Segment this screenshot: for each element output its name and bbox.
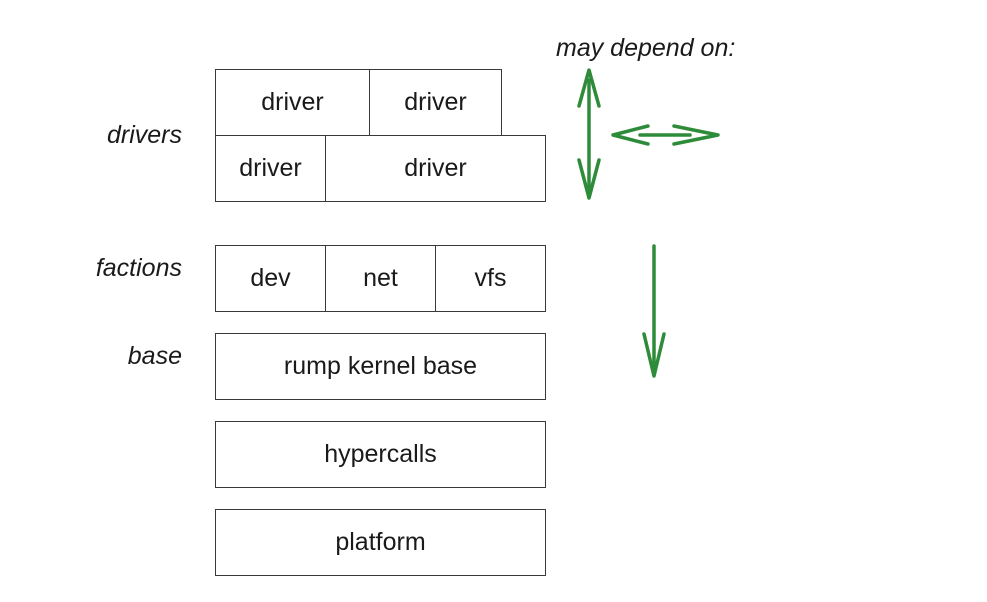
platform-box: platform [215, 509, 546, 576]
faction-box-vfs: vfs [435, 245, 546, 312]
faction-box-net: net [325, 245, 436, 312]
driver-box: driver [369, 69, 502, 136]
driver-box: driver [325, 135, 546, 202]
left-right-arrow-icon [611, 124, 720, 146]
down-arrow-icon [642, 244, 666, 378]
hypercalls-box: hypercalls [215, 421, 546, 488]
drivers-layer-label: drivers [106, 121, 182, 149]
faction-box-dev: dev [215, 245, 326, 312]
factions-layer-label: factions [95, 254, 182, 282]
up-down-arrow-icon [577, 68, 601, 200]
driver-box: driver [215, 135, 326, 202]
base-layer-label: base [127, 342, 182, 370]
rump-kernel-base-box: rump kernel base [215, 333, 546, 400]
legend-caption: may depend on: [556, 34, 736, 62]
